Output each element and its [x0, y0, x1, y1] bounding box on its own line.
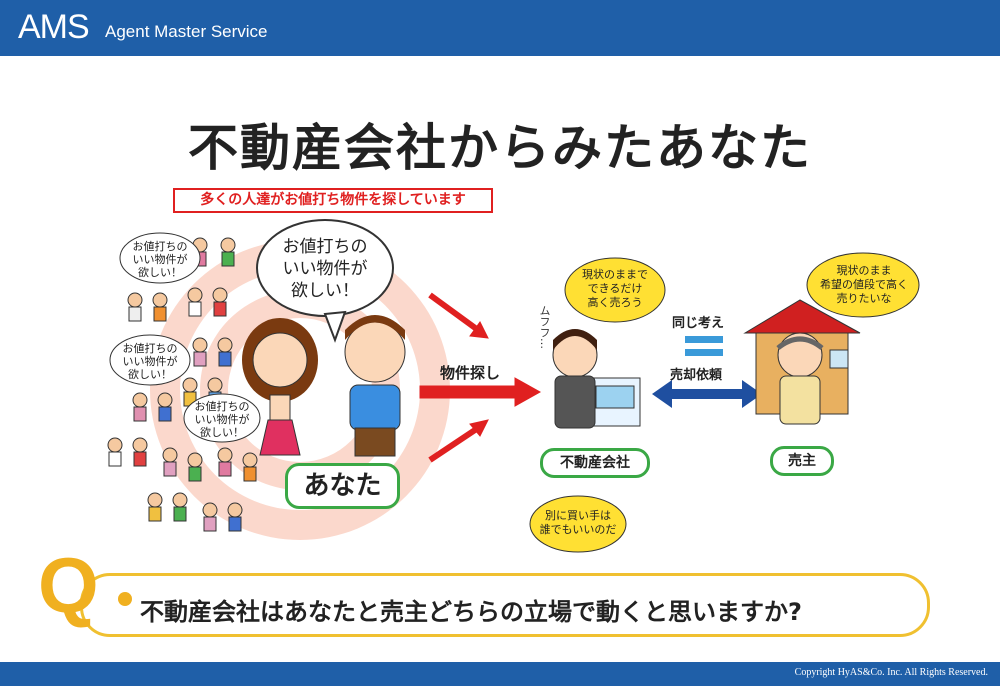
crowd-bubble-1: [119, 232, 201, 284]
agent-bubble-top: [564, 257, 666, 323]
crowd-bubble-text-3: お値打ちの いい物件が 欲しい！: [194, 400, 250, 439]
search-label: 物件探し: [440, 364, 501, 382]
question-bar: [80, 573, 930, 637]
agent-bubble-top-text: 現状のままで できるだけ 高く売ろう: [582, 268, 648, 309]
blue-double-arrow: [652, 380, 762, 408]
red-arrows: [419, 292, 542, 463]
agent-bubble-bottom-text: 別に買い手は 誰でもいいのだ: [539, 509, 617, 536]
subtitle-box: 多くの人達がお値打ち物件を探しています: [173, 188, 493, 213]
page-title: 不動産会社からみたあなた: [188, 119, 812, 177]
question-letter: Q: [38, 541, 99, 629]
question-text: 不動産会社はあなたと売主どちらの立場で動くと思いますか?: [140, 598, 802, 626]
crowd-people-icon: [107, 237, 258, 532]
you-label: あなた: [285, 463, 400, 509]
copyright: Copyright HyAS&Co. Inc. All Rights Reser…: [794, 667, 988, 678]
man-icon: [344, 315, 406, 457]
crowd-bubble-text-1: お値打ちの いい物件が 欲しい！: [132, 240, 188, 279]
woman-icon: [242, 318, 318, 456]
seller-bubble-text: 現状のまま 希望の値段で高く 売りたいな: [820, 264, 908, 305]
seller-bubble: [806, 252, 920, 318]
agent-bubble-bottom: [529, 495, 627, 553]
header-bar: AMS Agent Master Service: [0, 0, 1000, 56]
agent-icon: [552, 329, 641, 429]
crowd-bubble-2: [109, 334, 191, 386]
crowd-bubble-3: [183, 393, 261, 443]
same-thinking-label: 同じ考え: [672, 316, 725, 331]
agent-mumble: ムフフ…: [538, 305, 551, 349]
you-bubble-text: お値打ちの いい物件が 欲しい！: [282, 237, 368, 301]
crowd-bubble-text-2: お値打ちの いい物件が 欲しい！: [122, 342, 178, 381]
seller-label: 売主: [770, 446, 834, 476]
seller-icon: [776, 332, 824, 425]
footer-bar: Copyright HyAS&Co. Inc. All Rights Reser…: [0, 662, 1000, 686]
question-dot-icon: [118, 592, 132, 606]
agent-label: 不動産会社: [540, 448, 650, 478]
ams-logo: AMS: [18, 8, 90, 46]
sale-request-label: 売却依頼: [670, 368, 723, 383]
logo-subtitle: Agent Master Service: [105, 22, 268, 41]
